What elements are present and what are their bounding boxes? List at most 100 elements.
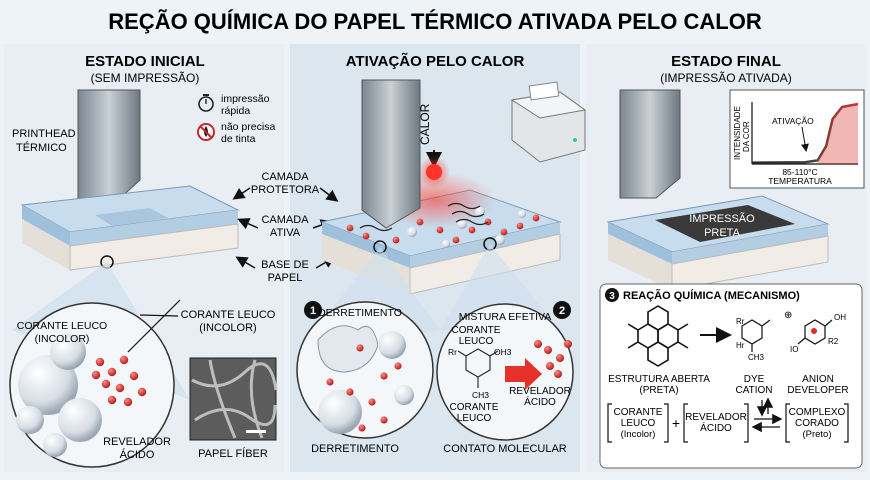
mech-chem-io: IO <box>790 345 798 354</box>
chem-oh3: OH3 <box>494 347 512 357</box>
badge-noink-1: não precisa <box>221 121 275 133</box>
developer-cluster-particle <box>534 340 542 348</box>
leuco-pointer-2 <box>139 314 179 317</box>
no-ink-icon <box>197 123 215 141</box>
mechanism-title: REAÇÃO QUÍMICA (MECANISMO) <box>623 289 800 302</box>
developer-cluster-particle <box>556 354 564 362</box>
step1-label: DERRETIMENTO <box>318 307 402 319</box>
melting-dye <box>317 325 414 434</box>
equilibrium-vertical <box>756 397 774 417</box>
step2-badge <box>553 301 571 319</box>
heat-red-particle <box>468 226 476 234</box>
scale-bar <box>246 430 266 433</box>
printhead-label-2: TÉRMICO <box>16 141 67 154</box>
eq-plus: + <box>672 415 680 431</box>
chem-r: Rr <box>448 347 457 357</box>
step1-caption: DERRETIMENTO <box>311 443 399 455</box>
step1-number: 1 <box>310 305 316 317</box>
heat-red-particle <box>500 228 508 236</box>
heat-particles <box>346 207 540 248</box>
step2-label: MISTURA EFETIVA <box>459 311 552 323</box>
heat-heading: ATIVAÇÃO PELO CALOR <box>346 52 525 70</box>
eq-leuco-3: (Incolor) <box>621 429 656 440</box>
step2-leuco-bottom-2: LEUCO <box>457 413 492 424</box>
graph-activation: ATIVAÇÃO <box>772 116 814 126</box>
leuco-pointer <box>127 299 181 353</box>
leuco-label-1: CORANTE LEUCO <box>181 309 276 321</box>
melt-red-particle <box>358 424 366 432</box>
melt-red-particle <box>346 388 354 396</box>
badge-fast-1: impressão <box>221 93 270 105</box>
heat-white-particle <box>457 219 467 229</box>
printhead-label-1: PRINTHEAD <box>12 128 76 140</box>
graph-ylabel-1: INTENSIDADE <box>733 106 742 160</box>
heat-spot-glow <box>418 156 450 188</box>
step2-leuco-2: LEUCO <box>459 336 494 347</box>
heat-waves <box>359 202 489 232</box>
developer-particle <box>101 379 111 389</box>
printer-icon <box>510 81 587 163</box>
graph-fill <box>817 104 858 164</box>
eq-complex-2: CORADO <box>795 418 839 429</box>
main-title: REÇÃO QUÍMICA DO PAPEL TÉRMICO ATIVADA P… <box>108 9 762 34</box>
initial-heading: ESTADO INICIAL <box>85 53 205 70</box>
eq-dev-1: REVELADOR <box>685 412 747 423</box>
final-subheading: (IMPRESSÃO ATIVADA) <box>660 71 792 85</box>
zoom-circle-initial <box>9 302 175 468</box>
developer-particle <box>95 357 105 367</box>
eq-leuco-2: LEUCO <box>621 418 656 429</box>
open-structure-2: (PRETA) <box>639 385 678 396</box>
step2-number: 2 <box>559 305 565 317</box>
developer-particle <box>91 370 101 380</box>
step1-badge <box>304 301 322 319</box>
mechanism-badge <box>605 288 619 302</box>
layer-protective-2: PROTETORA <box>251 184 320 196</box>
leuco-label-2: (INCOLOR) <box>199 322 256 334</box>
anion-charge <box>811 328 817 334</box>
mech-chem-ch3: CH3 <box>748 353 765 362</box>
developer-particle <box>107 367 117 377</box>
heat-white-particle <box>442 240 450 248</box>
open-structure-molecule <box>627 305 689 367</box>
layer-base-1: BASE DE <box>261 259 309 271</box>
melt-red-particle <box>380 416 388 424</box>
print-label-2: PRETA <box>704 227 741 239</box>
reaction-arrow-red <box>505 358 542 390</box>
fiber-photo <box>189 357 277 441</box>
eq-brackets <box>607 403 849 443</box>
printhead-final <box>619 89 681 199</box>
badge-fast-2: rápida <box>221 105 250 117</box>
heat-red-particle <box>362 232 370 240</box>
graph-activation-arrow <box>801 126 809 152</box>
step2-developer-2: ÁCIDO <box>524 395 556 408</box>
inner-leuco-2: (INCOLOR) <box>35 333 90 345</box>
developer-cluster-particle <box>544 346 552 354</box>
anion-1: ANION <box>802 374 834 385</box>
anion-molecule <box>797 319 833 345</box>
heat-red-particle <box>516 222 524 230</box>
dye-cation-1: DYE <box>744 374 765 385</box>
initial-subheading: (SEM IMPRESSÃO) <box>91 71 200 85</box>
mech-chem-oh: OH <box>834 313 846 322</box>
developer-label-2: ÁCIDO <box>120 448 155 461</box>
heat-red-particle <box>416 218 424 226</box>
chem-ch3: CH3 <box>472 390 489 400</box>
melt-red-particle <box>326 378 334 386</box>
heat-red-particle <box>436 226 444 234</box>
fiber-strands <box>191 359 278 439</box>
graph-temp-range: 85-110°C <box>782 167 817 177</box>
developer-particle <box>115 383 125 393</box>
layer-active-2: ATIVA <box>270 227 301 239</box>
final-heading: ESTADO FINAL <box>671 53 781 70</box>
dye-cation-molecule <box>741 319 771 352</box>
leuco-spheres-initial <box>16 334 102 457</box>
melt-red-particle <box>394 362 402 370</box>
layer-protective-1: CAMADA <box>261 171 309 183</box>
leuco-molecule <box>457 348 499 388</box>
graph-curve <box>751 102 859 165</box>
eq-complex-3: (Preto) <box>802 429 831 440</box>
open-structure-1: ESTRUTURA ABERTA <box>608 374 710 385</box>
mechanism-box <box>599 283 863 469</box>
printhead-heat <box>361 79 421 229</box>
